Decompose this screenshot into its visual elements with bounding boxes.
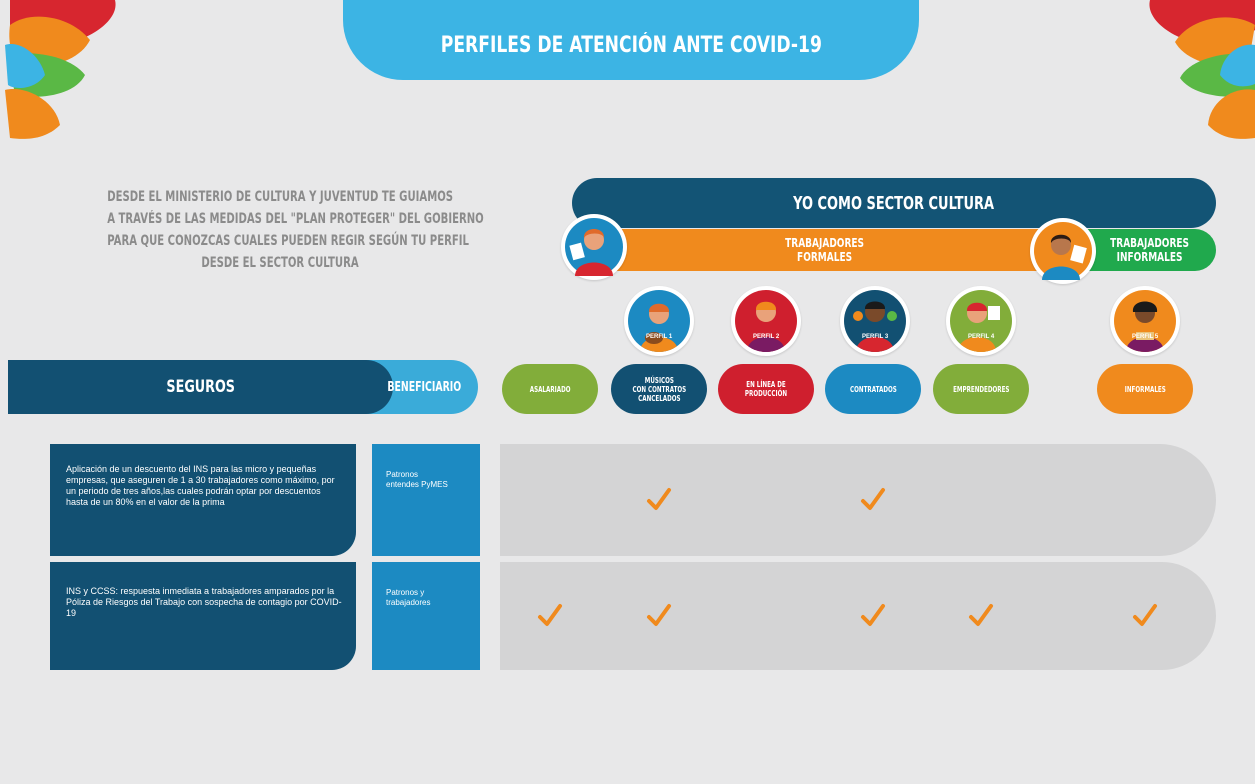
perfil-badge: PERFIL 3 (862, 334, 889, 340)
profile-pill-musicos: MÚSICOS CON CONTRATOS CANCELADOS (611, 364, 707, 414)
perfil-1-avatar: PERFIL 1 (624, 286, 694, 356)
row-beneficiary: Patronos y trabajadores (372, 562, 480, 670)
perfil-5-avatar: PERFIL 5 (1110, 286, 1180, 356)
intro-line: DESDE EL SECTOR CULTURA (201, 255, 359, 271)
profile-pill-asalariado: ASALARIADO (502, 364, 598, 414)
seguros-label: SEGUROS (166, 377, 235, 397)
beneficiario-label: BENEFICIARIO (387, 379, 461, 395)
formales-avatar (561, 214, 627, 280)
row-description: INS y CCSS: respuesta inmediata a trabaj… (50, 562, 356, 670)
profile-pill-produccion: EN LÍNEA DE PRODUCCIÓN (718, 364, 814, 414)
table-row (500, 444, 1216, 556)
worker-illustration-icon (1034, 222, 1092, 280)
intro-line: A TRAVÉS DE LAS MEDIDAS DEL "PLAN PROTEG… (107, 211, 484, 227)
informales-label: TRABAJADORES INFORMALES (1110, 236, 1189, 264)
intro-line: PARA QUE CONOZCAS CUALES PUEDEN REGIR SE… (107, 233, 469, 249)
sector-cultura-bar: YO COMO SECTOR CULTURA (572, 178, 1216, 228)
profile-label: ASALARIADO (529, 384, 571, 394)
row-description: Aplicación de un descuento del INS para … (50, 444, 356, 556)
profile-pill-informales: INFORMALES (1097, 364, 1193, 414)
row-beneficiary: Patronos entendes PyMES (372, 444, 480, 556)
decorative-petals-right (1149, 0, 1255, 139)
perfil-3-avatar: PERFIL 3 (840, 286, 910, 356)
decorative-petals-left (5, 0, 116, 139)
formales-label: TRABAJADORES FORMALES (785, 236, 865, 264)
description-text: INS y CCSS: respuesta inmediata a trabaj… (66, 586, 342, 618)
profile-label: EMPRENDEDORES (952, 384, 1010, 394)
perfil-badge: PERFIL 5 (1132, 334, 1159, 340)
worker-illustration-icon (565, 218, 623, 276)
profile-pill-emprendedores: EMPRENDEDORES (933, 364, 1029, 414)
contracted-icon (853, 301, 897, 352)
page-title: PERFILES DE ATENCIÓN ANTE COVID-19 (440, 33, 822, 58)
trabajadores-formales-bar: TRABAJADORES FORMALES (590, 229, 1060, 271)
profile-label: INFORMALES (1124, 384, 1166, 394)
perfil-2-avatar: PERFIL 2 (731, 286, 801, 356)
profile-label: EN LÍNEA DE PRODUCCIÓN (744, 380, 788, 398)
perfil-4-avatar: PERFIL 4 (946, 286, 1016, 356)
informales-avatar (1030, 218, 1096, 284)
description-text: Aplicación de un descuento del INS para … (66, 464, 335, 507)
perfil-badge: PERFIL 4 (968, 334, 995, 340)
beneficiary-text: Patronos entendes PyMES (386, 470, 448, 489)
profile-label: CONTRATADOS (849, 384, 897, 394)
intro-line: DESDE EL MINISTERIO DE CULTURA Y JUVENTU… (107, 189, 454, 205)
title-banner: PERFILES DE ATENCIÓN ANTE COVID-19 (343, 0, 919, 80)
profile-pill-contratados: CONTRATADOS (825, 364, 921, 414)
perfil-badge: PERFIL 1 (646, 334, 673, 340)
beneficiario-header: BENEFICIARIO (370, 360, 478, 414)
table-row (500, 562, 1216, 670)
producer-icon (747, 301, 785, 352)
perfil-badge: PERFIL 2 (753, 334, 780, 340)
intro-text: DESDE EL MINISTERIO DE CULTURA Y JUVENTU… (40, 186, 520, 274)
sector-title: YO COMO SECTOR CULTURA (793, 192, 995, 214)
informal-worker-icon (1126, 301, 1164, 352)
profile-label: MÚSICOS CON CONTRATOS CANCELADOS (632, 375, 686, 403)
musician-icon (640, 303, 678, 352)
beneficiary-text: Patronos y trabajadores (386, 588, 431, 607)
entrepreneur-icon (958, 302, 1000, 352)
seguros-header: SEGUROS (8, 360, 393, 414)
